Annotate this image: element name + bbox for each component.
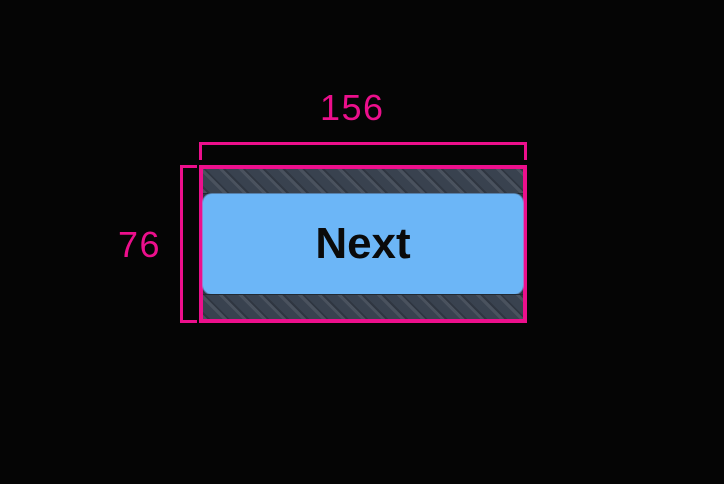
height-dimension-label: 76 bbox=[118, 224, 162, 265]
padding-band-top bbox=[203, 169, 523, 194]
next-button-label: Next bbox=[315, 219, 411, 268]
width-dimension-label: 156 bbox=[320, 87, 385, 128]
width-dimension-bracket bbox=[199, 142, 527, 160]
element-bounding-box[interactable]: Next bbox=[199, 165, 527, 323]
element-box-interior: Next bbox=[203, 169, 523, 319]
next-button[interactable]: Next bbox=[203, 194, 523, 294]
height-dimension-bracket bbox=[180, 165, 197, 323]
padding-band-bottom bbox=[203, 294, 523, 319]
